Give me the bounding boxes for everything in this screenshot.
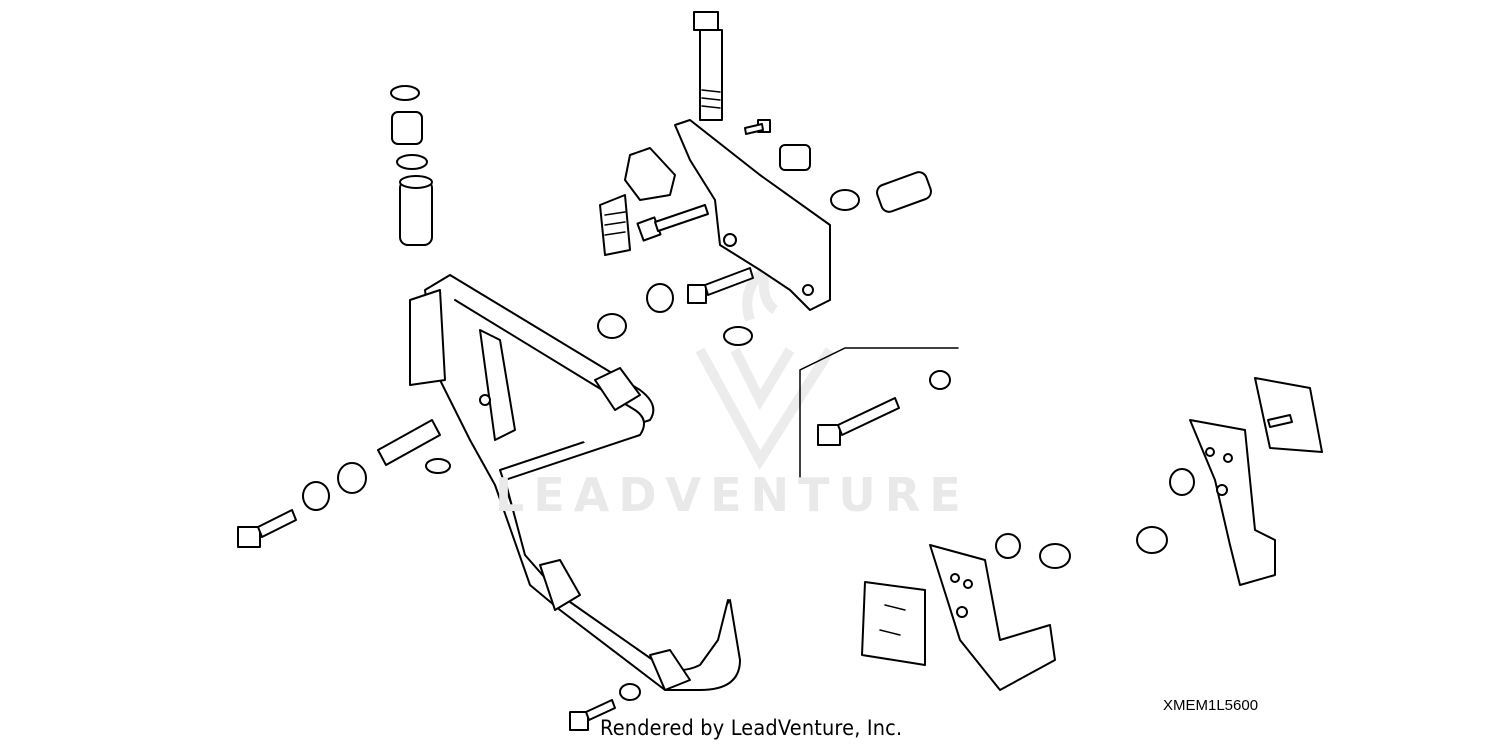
long-bolt (693, 11, 723, 121)
render-credit: Rendered by LeadVenture, Inc. (600, 716, 903, 740)
bolts (237, 119, 900, 731)
spacer-stack (390, 85, 433, 246)
lock-assembly (599, 147, 676, 256)
frame (409, 274, 741, 691)
bushings (302, 144, 1195, 701)
watermark-text: LEADVENTURE (495, 468, 970, 522)
callout-bracket (799, 347, 959, 481)
reflector-bracket-left (861, 544, 1056, 691)
reflector-bracket-right (1189, 377, 1323, 586)
diagram-part-code: XMEM1L5600 (1163, 697, 1259, 714)
upper-bracket (674, 119, 831, 311)
